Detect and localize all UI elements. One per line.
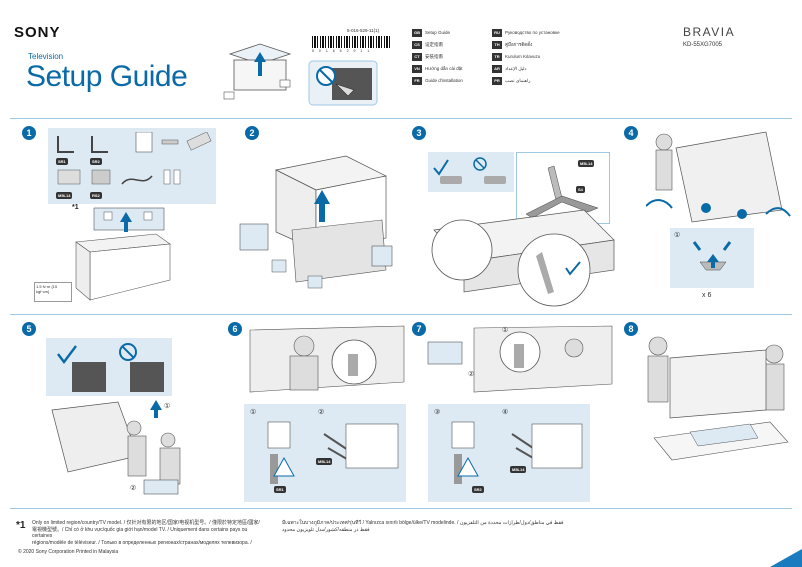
part-tag: RS2 <box>90 192 102 199</box>
step-1-tv-illustration <box>75 207 171 301</box>
page-title: Setup Guide <box>26 60 188 93</box>
note-line: régions/modèle de téléviseur. / Только в… <box>32 539 252 546</box>
lang-code: CS <box>412 40 422 49</box>
step-5-circle-1: ① <box>164 403 171 410</box>
lang-code: GB <box>412 28 422 37</box>
step-7-cover-illustration <box>427 325 613 393</box>
lang-name: دليل الإعداد <box>505 65 527 71</box>
step-8-number: 8 <box>624 322 638 336</box>
unbox-illustration <box>223 43 292 100</box>
lang-name: 设定指南 <box>425 41 443 47</box>
step-3-stand-illustration <box>525 165 599 219</box>
lang-code: TR <box>492 52 502 61</box>
lang-name: Hướng dẫn cài đặt <box>425 66 463 71</box>
step-4-place-tv-illustration <box>646 131 791 223</box>
bravia-logo: BRAVIA <box>683 25 736 39</box>
lang-name: คู่มือการติดตั้ง <box>505 42 533 47</box>
step-3-number: 3 <box>412 126 426 140</box>
note-line: فقط در منطقه/کشور/مدل تلویزیون محدود <box>282 526 370 533</box>
step-4-count: x 6 <box>702 292 712 299</box>
note-star: *1 <box>72 204 79 211</box>
part-tag: SR2 <box>90 158 102 165</box>
step-4-circle-1: ① <box>674 232 681 239</box>
step-6-number: 6 <box>228 322 242 336</box>
step-7-number: 7 <box>412 322 426 336</box>
barcode-digits: 5 0 1 6 5 2 9 1 1 <box>312 49 372 53</box>
part-tag: SR1 <box>274 486 286 493</box>
footer-note-mark: *1 <box>16 520 26 531</box>
step-7-circle-3: ③ <box>434 409 441 416</box>
step-3-ok-ng-illustration <box>433 157 506 184</box>
note-line: Only on limited region/country/TV model.… <box>32 520 260 526</box>
step-5-lift-tv-illustration <box>51 400 181 495</box>
lang-code: TH <box>492 40 502 49</box>
footer-note-right: มีเฉพาะในบางภูมิภาค/ประเทศ/รุ่นทีวี / Ya… <box>282 520 582 533</box>
lang-name: Руководство по установке <box>505 30 560 35</box>
no-touch-screen-illustration <box>308 60 378 106</box>
lang-code: CT <box>412 52 422 61</box>
step-5-circle-2: ② <box>130 485 137 492</box>
screw-tag: M5L14 <box>510 466 527 473</box>
step-2-remove-box-illustration <box>239 155 393 289</box>
screw-tag: M5L14 <box>316 458 333 465</box>
step-5-ok-ng-illustration <box>57 343 164 392</box>
step-4-detail-illustration <box>692 241 732 271</box>
step-5-number: 5 <box>22 322 36 336</box>
lang-name: Setup Guide <box>425 30 451 35</box>
lang-code: PR <box>492 76 502 85</box>
lang-name: 安裝指南 <box>425 53 443 59</box>
screw-tag: M5L14 <box>578 160 595 167</box>
step-7-detail-illustration <box>451 421 583 484</box>
part-number: 5-016-529-11(1) <box>347 28 380 33</box>
note-line: มีเฉพาะในบางภูมิภาค/ประเทศ/รุ่นทีวี / Ya… <box>282 520 564 526</box>
bottom-divider <box>10 508 792 509</box>
step-6-circle-2: ② <box>318 409 325 416</box>
step-2-number: 2 <box>245 126 259 140</box>
screw-torque-note: 1.5 N·m {15 kgf·cm} <box>36 284 58 294</box>
lang-code: AR <box>492 64 502 73</box>
step-1-number: 1 <box>22 126 36 140</box>
model-number: KD-55XG7005 <box>683 42 723 48</box>
step-6-detail-illustration <box>267 421 399 484</box>
step-7-circle-4: ④ <box>502 409 509 416</box>
brand-logo: SONY <box>14 24 61 41</box>
lang-code: FR <box>412 76 422 85</box>
barcode <box>312 36 392 48</box>
stand-tag: S4 <box>576 186 585 193</box>
step-6-circle-1: ① <box>250 409 257 416</box>
step-3-attach-stand-illustration <box>431 209 615 307</box>
top-divider <box>10 118 792 119</box>
copyright: © 2020 Sony Corporation Printed in Malay… <box>18 549 119 555</box>
step-7-circle-2: ② <box>468 371 475 378</box>
step-6-attach-illustration <box>249 325 405 393</box>
mid-divider <box>10 314 792 315</box>
step-7-circle-1: ① <box>502 327 509 334</box>
part-tag: SR2 <box>472 486 484 493</box>
step-8-stand-tv-illustration <box>647 336 789 461</box>
corner-decoration <box>770 549 802 567</box>
step-4-number: 4 <box>624 126 638 140</box>
screw-torque-note-box <box>34 282 72 302</box>
lang-name: راهنمای نصب <box>505 77 531 83</box>
product-category: Television <box>28 52 64 61</box>
step-3-ok-ng-box <box>428 152 514 192</box>
lang-name: Kurulum Kılavuzu <box>505 54 541 59</box>
step-1-parts-illustration <box>57 132 212 185</box>
part-tag: SR1 <box>56 158 68 165</box>
note-line: 電視機型號。/ Chỉ có ở khu vực/quốc gia giới h… <box>32 526 248 540</box>
lang-code: RU <box>492 28 502 37</box>
lang-code: VN <box>412 64 422 73</box>
footer-note-left: Only on limited region/country/TV model.… <box>32 520 262 546</box>
lang-name: Guide d'installation <box>425 78 463 83</box>
part-tag: M5L14 <box>56 192 73 199</box>
